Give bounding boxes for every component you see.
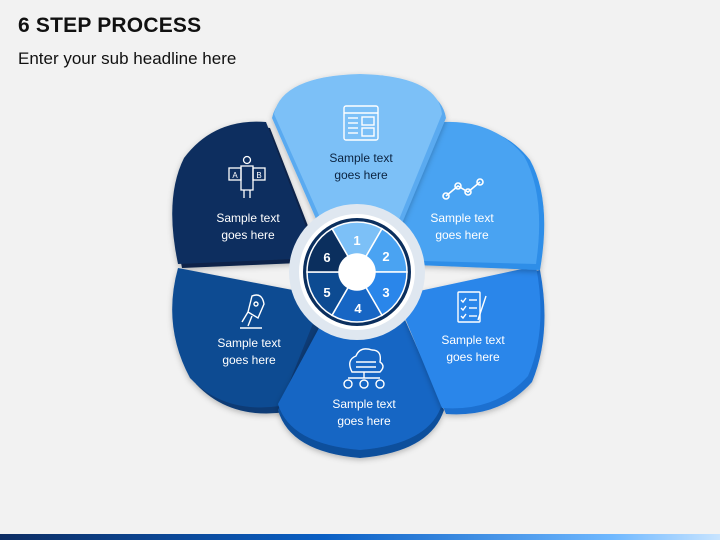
svg-text:B: B — [256, 171, 261, 180]
step-3-text-line1: Sample text — [441, 333, 505, 347]
petal-step-2 — [386, 121, 545, 270]
step-2-text-line2: goes here — [435, 228, 489, 242]
step-3-number: 3 — [382, 285, 389, 300]
petal-step-6 — [172, 121, 322, 269]
step-5-text-line2: goes here — [222, 353, 276, 367]
checklist-icon — [457, 291, 487, 323]
step-3-text-line2: goes here — [446, 350, 500, 364]
step-2-number: 2 — [382, 249, 389, 264]
page-subtitle: Enter your sub headline here — [18, 49, 237, 68]
petal-step-3 — [396, 266, 545, 415]
petal-step-1 — [272, 74, 446, 228]
step-4-text-line1: Sample text — [332, 397, 396, 411]
footer-accent-bar — [0, 534, 720, 540]
step-1-number: 1 — [353, 233, 360, 248]
ab-test-icon: A B — [228, 155, 266, 198]
step-4-text-line2: goes here — [337, 414, 391, 428]
step-6-text-line1: Sample text — [216, 211, 280, 225]
cloud-network-icon — [343, 348, 385, 389]
page-title: 6 STEP PROCESS — [18, 14, 202, 37]
center-hub — [289, 204, 425, 340]
petal-step-5 — [172, 268, 330, 414]
step-6-number: 6 — [323, 250, 330, 265]
step-1-text-line1: Sample text — [329, 151, 393, 165]
step-1-text-line2: goes here — [334, 168, 388, 182]
web-page-icon — [343, 105, 379, 141]
line-chart-icon — [442, 178, 484, 200]
step-5-text-line1: Sample text — [217, 336, 281, 350]
svg-text:A: A — [232, 171, 238, 180]
rocket-launch-icon — [240, 294, 265, 329]
step-2-text-line1: Sample text — [430, 211, 494, 225]
step-4-number: 4 — [354, 301, 362, 316]
step-5-number: 5 — [323, 285, 330, 300]
petal-step-4 — [278, 304, 444, 458]
step-6-text-line2: goes here — [221, 228, 275, 242]
